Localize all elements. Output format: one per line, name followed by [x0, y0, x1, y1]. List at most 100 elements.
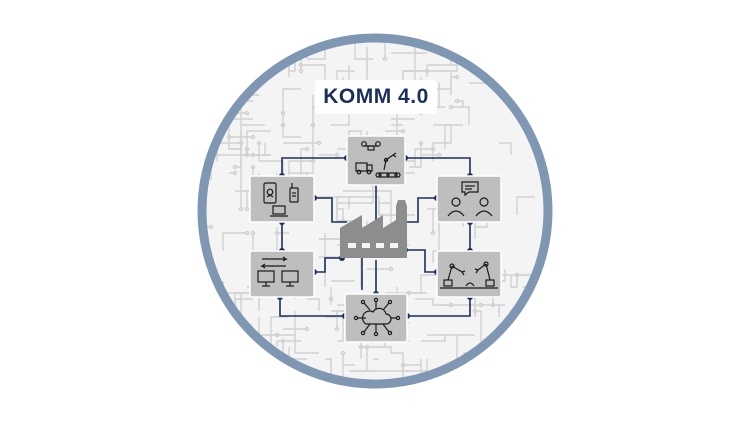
circuit-trace — [246, 149, 271, 156]
circuit-pad — [304, 326, 310, 332]
circuit-trace — [252, 38, 295, 41]
circuit-pad — [244, 146, 250, 152]
circuit-pad — [485, 33, 488, 36]
circuit-trace — [282, 88, 301, 113]
people-chat-icon — [447, 181, 493, 217]
circuit-pad — [185, 117, 188, 120]
circuit-pad — [436, 152, 442, 158]
circuit-pad — [335, 9, 338, 12]
circuit-trace — [222, 232, 247, 251]
circuit-pad — [400, 128, 406, 134]
diagram-title: KOMM 4.0 — [315, 80, 437, 114]
circuit-pad — [280, 122, 286, 128]
circuit-pad — [418, 140, 424, 146]
circuit-trace — [486, 38, 505, 48]
circuit-pad — [280, 338, 286, 344]
circuit-pad — [256, 140, 262, 146]
node-lower-left — [249, 250, 315, 298]
circuit-pad — [250, 134, 256, 140]
circuit-trace — [510, 275, 518, 288]
circuit-pad — [316, 140, 322, 146]
circuit-pad — [304, 146, 310, 152]
circuit-trace — [409, 143, 422, 168]
circuit-pad — [454, 74, 460, 80]
cloud-network-icon — [353, 297, 401, 337]
circuit-trace — [202, 131, 205, 144]
circuit-pad — [334, 152, 340, 158]
circuit-pad — [197, 129, 200, 132]
circuit-trace — [499, 142, 512, 155]
node-lower-right — [436, 250, 502, 298]
circuit-trace — [282, 113, 301, 138]
circuit-trace — [325, 316, 344, 342]
circuit-trace — [421, 83, 445, 108]
circuit-pad — [298, 68, 304, 74]
circuit-trace — [511, 38, 523, 42]
circuit-trace — [258, 143, 284, 185]
circuit-trace — [337, 130, 362, 150]
circuit-trace — [259, 359, 284, 378]
circuit-pad — [382, 56, 388, 62]
factory-icon — [340, 200, 407, 258]
circuit-trace — [294, 328, 319, 354]
circuit-pad — [268, 44, 274, 50]
connectors — [279, 157, 471, 317]
circuit-pad — [454, 98, 460, 104]
connector-top-right — [405, 157, 471, 176]
connector-top-left — [281, 157, 347, 176]
circuit-pad — [232, 170, 238, 176]
circuit-trace — [288, 65, 296, 72]
connector-lower-left-bottom — [279, 297, 345, 317]
circuit-pad — [244, 110, 250, 116]
connector-lower-right-factory — [405, 249, 437, 273]
circuit-pad — [419, 387, 422, 390]
node-bottom — [344, 293, 408, 343]
circuit-trace — [337, 208, 344, 221]
connector-lower-right-bottom — [407, 297, 471, 317]
circuit-pad — [364, 344, 370, 350]
drone-robot-arm-vehicle-icon — [355, 141, 401, 178]
outer-ring — [197, 33, 553, 389]
circuit-trace — [337, 38, 344, 41]
circuit-trace — [444, 124, 463, 149]
circuit-trace — [331, 113, 350, 126]
circuit-pad — [250, 164, 256, 170]
connector-lower-left-factory — [314, 257, 342, 273]
data-exchange-monitors-icon — [257, 256, 299, 287]
circuit-pad — [250, 230, 256, 236]
circuit-trace — [379, 346, 404, 371]
circuit-trace — [528, 64, 547, 89]
circuit-pad — [520, 44, 526, 50]
circuit-pad — [340, 350, 346, 356]
circuit-trace — [516, 196, 535, 215]
circuit-trace — [421, 335, 446, 342]
node-upper-right — [436, 175, 502, 223]
circuit-trace — [354, 38, 373, 60]
circuit-pad — [466, 380, 472, 384]
tablet-radio-laptop-icon — [263, 182, 299, 217]
circuit-pad — [490, 302, 496, 308]
circuit-pad — [353, 21, 356, 24]
circuit-pad — [335, 387, 338, 390]
circuit-trace — [336, 196, 380, 215]
circuit-trace — [391, 47, 427, 54]
circuit-pad — [467, 387, 470, 390]
circuit-pad — [244, 80, 250, 86]
circuit-pad — [244, 206, 250, 212]
circuit-trace — [240, 112, 265, 126]
circuit-pad — [358, 344, 364, 350]
circuit-pad — [185, 183, 188, 186]
circuit-pad — [538, 368, 544, 374]
connector-upper-right-factory — [405, 197, 437, 223]
circuit-trace — [342, 353, 355, 384]
circuit-trace — [451, 106, 470, 125]
circuit-trace — [210, 59, 224, 77]
circuit-pad — [400, 362, 406, 368]
circuit-trace — [241, 38, 260, 41]
circuit-pad — [232, 164, 238, 170]
circuit-trace — [402, 364, 421, 383]
circuit-trace — [426, 64, 457, 77]
circuit-pad — [334, 326, 340, 332]
circuit-trace — [511, 38, 524, 48]
